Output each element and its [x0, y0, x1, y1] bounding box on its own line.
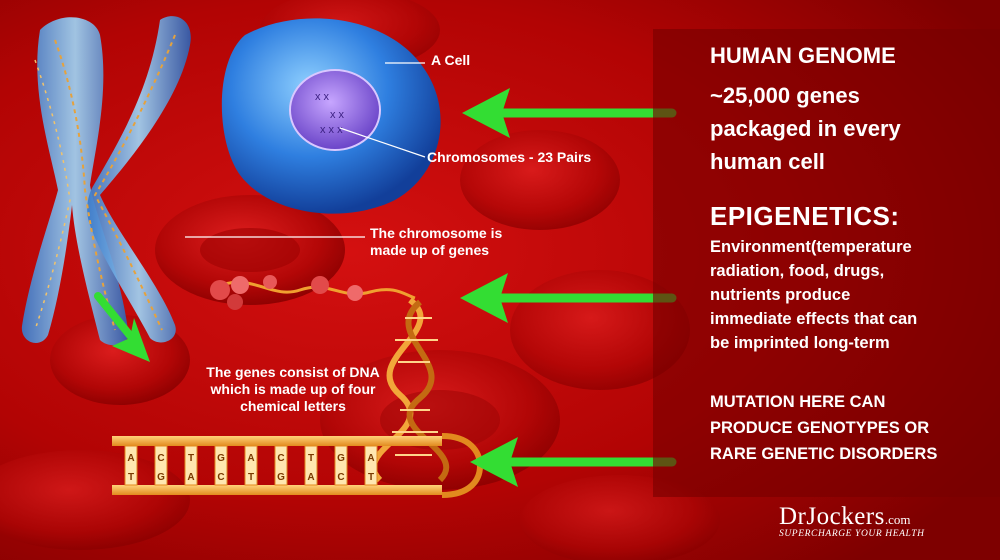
genome-body-line: human cell — [710, 149, 825, 174]
chromosome-genes-line: The chromosome is — [370, 225, 503, 241]
dna-base-letter: T — [308, 453, 314, 464]
dna-base-letter: C — [277, 453, 284, 464]
arrow-to-dna-icon — [470, 437, 677, 487]
dna-base-letter: A — [307, 472, 314, 483]
chromosome-illustration — [21, 16, 191, 346]
dna-base-letter: T — [188, 453, 194, 464]
chromosome-genes-line: made up of genes — [370, 242, 490, 258]
arrow-chromosome-to-dna-icon — [94, 292, 150, 362]
svg-text:x x: x x — [330, 109, 345, 121]
arrow-to-cell-icon — [462, 88, 677, 138]
dna-base-letter: A — [367, 453, 374, 464]
dna-label: The genes consist of DNA which is made u… — [148, 364, 438, 415]
dna-base-letter: T — [248, 472, 254, 483]
epigenetics-body-line: be imprinted long-term — [710, 334, 890, 352]
epigenetics-title: EPIGENETICS: — [710, 201, 900, 231]
epigenetics-body-line: nutrients produce — [710, 286, 851, 304]
brand-name: DrJockers — [779, 503, 885, 530]
epigenetics-body-line: radiation, food, drugs, — [710, 262, 885, 280]
dna-base-letter: T — [128, 472, 134, 483]
genome-body-line: ~25,000 genes — [710, 83, 860, 108]
mutation-body: MUTATION HERE CAN PRODUCE GENOTYPES OR R… — [710, 389, 1000, 467]
dna-label-line: which is made up of four — [210, 381, 376, 397]
svg-text:x x: x x — [315, 91, 330, 103]
chromosome-genes-label: The chromosome is made up of genes — [370, 225, 502, 259]
dna-base-letter: A — [247, 453, 254, 464]
cell-illustration: x x x x x x x — [221, 18, 441, 214]
chromosomes-label: Chromosomes - 23 Pairs — [427, 149, 592, 165]
dna-label-line: chemical letters — [240, 398, 346, 414]
genome-body: ~25,000 genes packaged in every human ce… — [710, 79, 1000, 178]
arrow-to-genes-icon — [460, 273, 677, 323]
dna-base-letter: A — [127, 453, 134, 464]
brand-logo: DrJockers.com SUPERCHARGE YOUR HEALTH — [779, 503, 925, 539]
dna-base-letter: G — [157, 472, 165, 483]
dna-helix-illustration — [370, 297, 450, 483]
dna-base-letter: A — [187, 472, 194, 483]
dna-ladder-illustration: A C T G A C T G A T G A C T G A C T — [112, 433, 484, 498]
dna-base-letter: G — [277, 472, 285, 483]
genome-body-line: packaged in every — [710, 116, 901, 141]
epigenetics-body-line: immediate effects that can — [710, 310, 918, 328]
epigenetics-body: Environment(temperature radiation, food,… — [710, 235, 1000, 355]
dna-base-letter: C — [217, 472, 224, 483]
mutation-body-line: MUTATION HERE CAN — [710, 393, 886, 411]
epigenetics-body-line: Environment(temperature — [710, 238, 912, 256]
info-panel: HUMAN GENOME ~25,000 genes packaged in e… — [653, 29, 1000, 497]
dna-base-letter: C — [157, 453, 164, 464]
dna-base-letter: C — [337, 472, 344, 483]
cell-label: A Cell — [431, 52, 471, 68]
brand-domain: .com — [884, 512, 911, 527]
svg-text:x x x: x x x — [320, 124, 343, 136]
dna-base-letter: T — [368, 472, 374, 483]
dna-label-line: The genes consist of DNA — [206, 364, 380, 380]
mutation-body-line: PRODUCE GENOTYPES OR — [710, 419, 930, 437]
dna-base-letter: G — [337, 453, 345, 464]
gene-beads-illustration — [210, 275, 416, 310]
genome-title: HUMAN GENOME — [710, 43, 896, 68]
mutation-body-line: RARE GENETIC DISORDERS — [710, 445, 938, 463]
brand-tagline: SUPERCHARGE YOUR HEALTH — [779, 529, 925, 539]
dna-base-letter: G — [217, 453, 225, 464]
